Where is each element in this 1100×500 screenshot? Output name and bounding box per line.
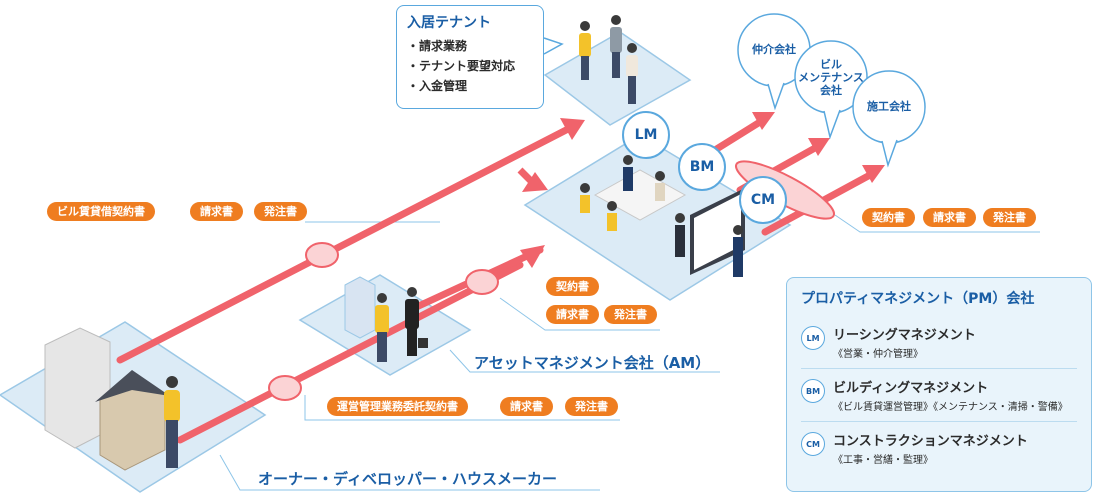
arrowhead-construction: [862, 165, 885, 183]
tenant-title: 入居テナント: [407, 15, 491, 31]
maintenance-label: ビル メンテナンス 会社: [798, 58, 864, 97]
construction-bubble-tail: [881, 139, 898, 168]
lm-badge: LM: [622, 111, 670, 159]
owner-label-line: [219, 454, 600, 491]
lm-icon: LM: [801, 326, 825, 350]
construction-label: 施工会社: [867, 100, 911, 113]
doc-pill: 発注書: [565, 397, 618, 416]
bm-badge: BM: [678, 143, 726, 191]
pm-to-broker-arrow: [711, 118, 764, 154]
doc-pill: 契約書: [862, 208, 915, 227]
pm-contractors-docs-line: [834, 214, 1040, 233]
pm-service-desc: 《工事・営繕・監理》: [833, 455, 933, 466]
pm-service-row: LM リーシングマネジメント 《営業・仲介管理》: [801, 316, 1077, 369]
am-building-illustration: [344, 276, 376, 339]
broker-bubble-tail: [767, 82, 785, 111]
pm-service-name: ビルディングマネジメント: [833, 381, 989, 396]
bm-icon: BM: [801, 379, 825, 403]
arrowhead-broker: [752, 112, 775, 130]
arrowhead-am-pm: [520, 245, 545, 268]
owner-to-am-arrow: [176, 261, 524, 444]
tenant-people-illustration: [579, 15, 638, 104]
broker-label: 仲介会社: [752, 43, 796, 56]
pm-service-row: BM ビルディングマネジメント 《ビル賃貸運営管理》《メンテナンス・清掃・警備》: [801, 369, 1077, 422]
maintenance-bubble-tail: [823, 109, 841, 140]
doc-pill: 運営管理業務委託契約書: [327, 397, 468, 416]
tenant-bubble-tail: [543, 37, 564, 55]
tenant-item: ・請求業務: [407, 39, 468, 53]
arrowhead-pm: [522, 172, 548, 192]
cm-badge: CM: [739, 176, 787, 224]
am-pm-docs-line: [499, 297, 660, 331]
pm-office-illustration: [580, 155, 745, 277]
arrowhead-tenant: [560, 118, 585, 140]
cm-icon: CM: [801, 432, 825, 456]
pm-service-name: リーシングマネジメント: [833, 328, 976, 343]
node-am-pm: [465, 269, 499, 295]
node-owner-pm: [305, 242, 339, 268]
pm-service-row: CM コンストラクションマネジメント 《工事・営繕・監理》: [801, 422, 1077, 474]
pm-service-name: コンストラクションマネジメント: [833, 434, 1028, 449]
doc-pill: 請求書: [190, 202, 243, 221]
owner-label: オーナー・ディベロッパー・ハウスメーカー: [258, 470, 557, 488]
doc-pill: ビル賃貸借契約書: [47, 202, 155, 221]
doc-pill: 発注書: [254, 202, 307, 221]
owner-am-docs-line: [304, 395, 620, 421]
arrowhead-maintenance: [808, 138, 830, 156]
tenant-callout: 入居テナント ・請求業務 ・テナント要望対応 ・入金管理: [396, 5, 544, 109]
tenant-item: ・テナント要望対応: [407, 59, 516, 73]
am-company-label: アセットマネジメント会社（AM）: [474, 354, 711, 372]
doc-pill: 請求書: [546, 305, 599, 324]
doc-pill: 発注書: [604, 305, 657, 324]
am-people-illustration: [375, 287, 428, 362]
owner-to-tenant-arrow: [116, 124, 574, 364]
node-owner-am: [268, 375, 302, 401]
pm-service-desc: 《営業・仲介管理》: [833, 349, 923, 360]
tenant-item: ・入金管理: [407, 79, 468, 93]
pm-company-box: プロパティマネジメント（PM）会社 LM リーシングマネジメント 《営業・仲介管…: [786, 277, 1092, 492]
pm-service-desc: 《ビル賃貸運営管理》《メンテナンス・清掃・警備》: [833, 402, 1068, 413]
doc-pill: 請求書: [500, 397, 553, 416]
doc-pill: 請求書: [923, 208, 976, 227]
doc-pill: 発注書: [983, 208, 1036, 227]
owner-building-illustration: [44, 327, 170, 471]
am-label-line: [449, 349, 720, 373]
doc-pill: 契約書: [546, 277, 599, 296]
pm-company-title: プロパティマネジメント（PM）会社: [801, 291, 1035, 307]
owner-person-illustration: [164, 376, 180, 468]
